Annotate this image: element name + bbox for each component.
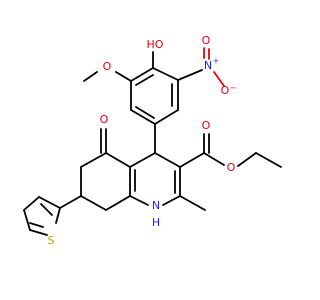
methoxy-group (83, 71, 132, 82)
methoxy-o-label: O (103, 60, 112, 73)
thiophene-group (23, 195, 82, 236)
nitro-n-label: N (204, 59, 212, 72)
nitro-o-charge: − (230, 84, 237, 93)
ester-o-label: O (227, 161, 236, 174)
nitrophenol-ring (130, 67, 179, 125)
amine-h-label: H (152, 216, 160, 229)
methyl-bond (179, 195, 206, 211)
ketone-o-label: O (100, 113, 109, 126)
hydroxyl-label: HO (147, 38, 164, 51)
nitro-o-top-label: O (202, 34, 211, 47)
amine-n-label: N (152, 199, 160, 212)
ester-carbonyl-o-label: O (202, 119, 211, 132)
nitro-o-right-label: O (221, 84, 230, 97)
ethyl-ester-group (179, 133, 282, 168)
thiophene-s-label: S (48, 234, 55, 247)
hexahydroquinoline-core (80, 123, 181, 211)
nitro-n-charge: + (213, 57, 220, 66)
ketone-group (100, 128, 107, 154)
molecule-structure: HO N + O O − O O O O N H S (23, 34, 282, 247)
nitro-group (177, 47, 225, 87)
